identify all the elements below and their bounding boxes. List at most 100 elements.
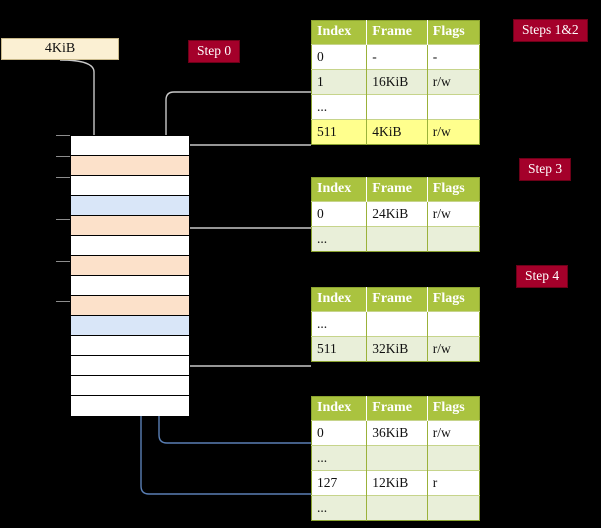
badge-step-0: Step 0 <box>188 40 241 63</box>
badge-step-4: Step 4 <box>516 265 569 288</box>
table-cell-flags <box>427 495 480 521</box>
memory-frame-row <box>71 376 189 396</box>
source-page-label: 4KiB <box>44 41 76 56</box>
table-cell-index: ... <box>311 226 368 252</box>
memory-frame-row <box>71 136 189 156</box>
memory-frame-row <box>71 356 189 376</box>
physical-memory-column <box>70 135 190 416</box>
column-header-frame: Frame <box>366 396 428 421</box>
memory-frame-row <box>71 256 189 276</box>
table-header-row: Index Frame Flags <box>311 20 480 45</box>
badge-steps-1-2: Steps 1&2 <box>513 19 588 42</box>
column-header-flags: Flags <box>427 177 480 202</box>
table-row: 0-- <box>311 44 480 70</box>
table-header-row: Index Frame Flags <box>311 396 480 421</box>
table-cell-frame: - <box>366 44 428 70</box>
table-cell-index: ... <box>311 94 368 120</box>
wire-table2-24kib <box>172 227 311 260</box>
memory-tick <box>56 219 70 220</box>
table-cell-flags <box>427 311 480 337</box>
column-header-index: Index <box>311 177 368 202</box>
table-row: ... <box>311 495 480 521</box>
table-header-row: Index Frame Flags <box>311 177 480 202</box>
table-cell-index: ... <box>311 311 368 337</box>
table-cell-flags <box>427 445 480 471</box>
memory-frame-row <box>71 236 189 256</box>
memory-tick <box>56 177 70 178</box>
table-cell-frame <box>366 226 428 252</box>
table-cell-frame <box>366 94 428 120</box>
table-cell-flags: r/w <box>427 119 480 145</box>
table-cell-index: 1 <box>311 69 368 95</box>
table-cell-index: ... <box>311 495 368 521</box>
memory-frame-row <box>71 316 189 336</box>
table-row: ... <box>311 311 480 337</box>
table-cell-frame: 12KiB <box>366 470 428 496</box>
column-header-index: Index <box>311 287 368 312</box>
table-row: ... <box>311 445 480 471</box>
table-cell-frame: 4KiB <box>366 119 428 145</box>
memory-frame-row <box>71 176 189 196</box>
column-header-flags: Flags <box>427 396 480 421</box>
memory-tick <box>56 301 70 302</box>
table-cell-frame: 36KiB <box>366 420 428 446</box>
table-row: ... <box>311 226 480 252</box>
table-cell-index: 0 <box>311 44 368 70</box>
memory-frame-row <box>71 396 189 416</box>
memory-tick <box>56 261 70 262</box>
column-header-flags: Flags <box>427 287 480 312</box>
memory-frame-row <box>71 156 189 176</box>
column-header-flags: Flags <box>427 20 480 45</box>
memory-frame-row <box>71 336 189 356</box>
source-page-box: 4KiB <box>1 38 119 60</box>
column-header-frame: Frame <box>366 177 428 202</box>
table-cell-index: 0 <box>311 201 368 227</box>
table-cell-frame <box>366 445 428 471</box>
table-cell-frame: 32KiB <box>366 336 428 362</box>
table-cell-index: ... <box>311 445 368 471</box>
table-cell-flags <box>427 94 480 120</box>
table-cell-flags: r/w <box>427 336 480 362</box>
memory-frame-row <box>71 216 189 236</box>
column-header-index: Index <box>311 396 368 421</box>
table-cell-index: 127 <box>311 470 368 496</box>
memory-tick <box>56 135 70 136</box>
badge-step-3: Step 3 <box>519 158 572 181</box>
table-cell-flags: r/w <box>427 201 480 227</box>
table-cell-flags <box>427 226 480 252</box>
table-cell-index: 0 <box>311 420 368 446</box>
wire-table3-32kib <box>176 306 311 367</box>
table-header-row: Index Frame Flags <box>311 287 480 312</box>
table-cell-index: 511 <box>311 336 368 362</box>
memory-frame-row <box>71 276 189 296</box>
memory-frame-row <box>71 196 189 216</box>
table-cell-frame <box>366 495 428 521</box>
table-row: ... <box>311 94 480 120</box>
table-cell-frame <box>366 311 428 337</box>
column-header-index: Index <box>311 20 368 45</box>
memory-frame-row <box>71 296 189 316</box>
table-cell-flags: r/w <box>427 420 480 446</box>
table-cell-frame: 24KiB <box>366 201 428 227</box>
table-cell-index: 511 <box>311 119 368 145</box>
table-cell-flags: r <box>427 470 480 496</box>
table-cell-flags: - <box>427 44 480 70</box>
table-cell-flags: r/w <box>427 69 480 95</box>
table-cell-frame: 16KiB <box>366 69 428 95</box>
column-header-frame: Frame <box>366 287 428 312</box>
